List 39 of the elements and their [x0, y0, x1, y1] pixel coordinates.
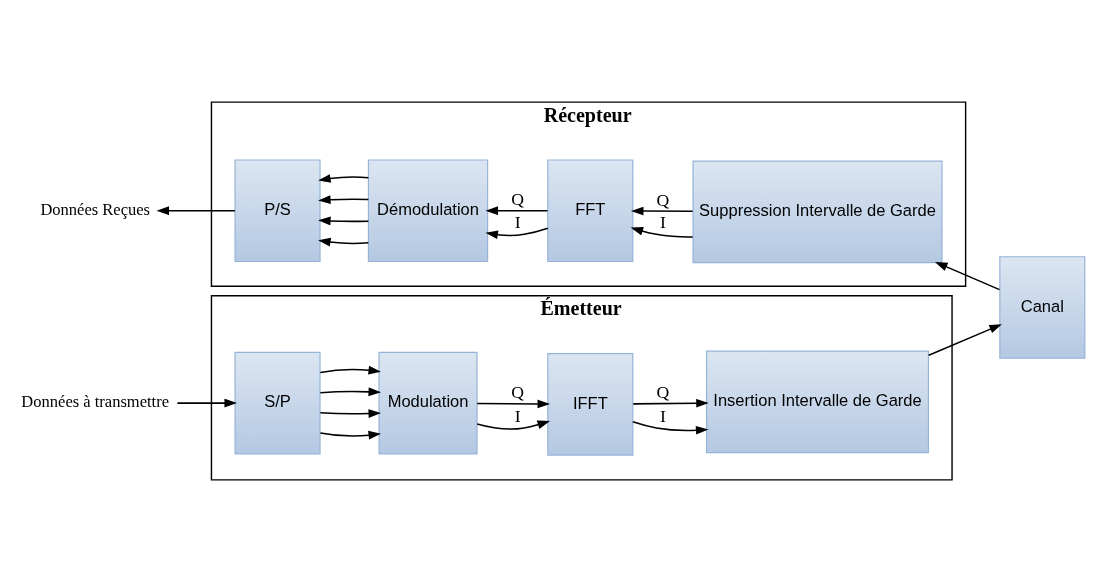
- arrow: [156, 206, 236, 216]
- arrow: [476, 399, 550, 409]
- arrow: [319, 409, 381, 418]
- edge-label: Q: [656, 382, 670, 403]
- arrow: [318, 237, 370, 247]
- node-text: Données Reçues: [40, 200, 151, 220]
- arrow: [485, 206, 549, 216]
- arrow: [485, 227, 549, 240]
- arrow: [476, 420, 551, 430]
- edge-label: Q: [656, 190, 670, 211]
- node-box: Suppression Intervalle de Garde: [692, 160, 943, 264]
- arrow: [632, 398, 709, 408]
- edge-label: Q: [511, 382, 525, 403]
- edge-label: I: [659, 406, 666, 427]
- arrow: [319, 387, 381, 397]
- edge-label: Q: [511, 188, 525, 209]
- node-box: S/P: [234, 351, 321, 455]
- edge-label: I: [514, 212, 521, 233]
- arrow: [318, 174, 370, 183]
- edge-label: I: [659, 212, 666, 233]
- arrow: [630, 206, 694, 216]
- node-box: Modulation: [378, 351, 478, 455]
- node-box: Canal: [999, 256, 1086, 359]
- arrow: [927, 324, 1002, 357]
- arrow: [934, 261, 1001, 291]
- arrow: [319, 365, 381, 375]
- node-box: Démodulation: [367, 159, 489, 263]
- node-box: FFT: [547, 159, 634, 263]
- node-box: P/S: [234, 159, 321, 263]
- arrow: [176, 398, 237, 408]
- node-box: IFFT: [547, 352, 634, 456]
- arrow: [318, 195, 370, 205]
- arrow: [632, 420, 709, 435]
- node-text: Données à transmettre: [21, 392, 170, 412]
- edge-label: I: [514, 406, 521, 427]
- node-box: Insertion Intervalle de Garde: [705, 350, 930, 454]
- arrow: [318, 216, 370, 226]
- arrow: [319, 430, 381, 440]
- arrow: [630, 227, 694, 238]
